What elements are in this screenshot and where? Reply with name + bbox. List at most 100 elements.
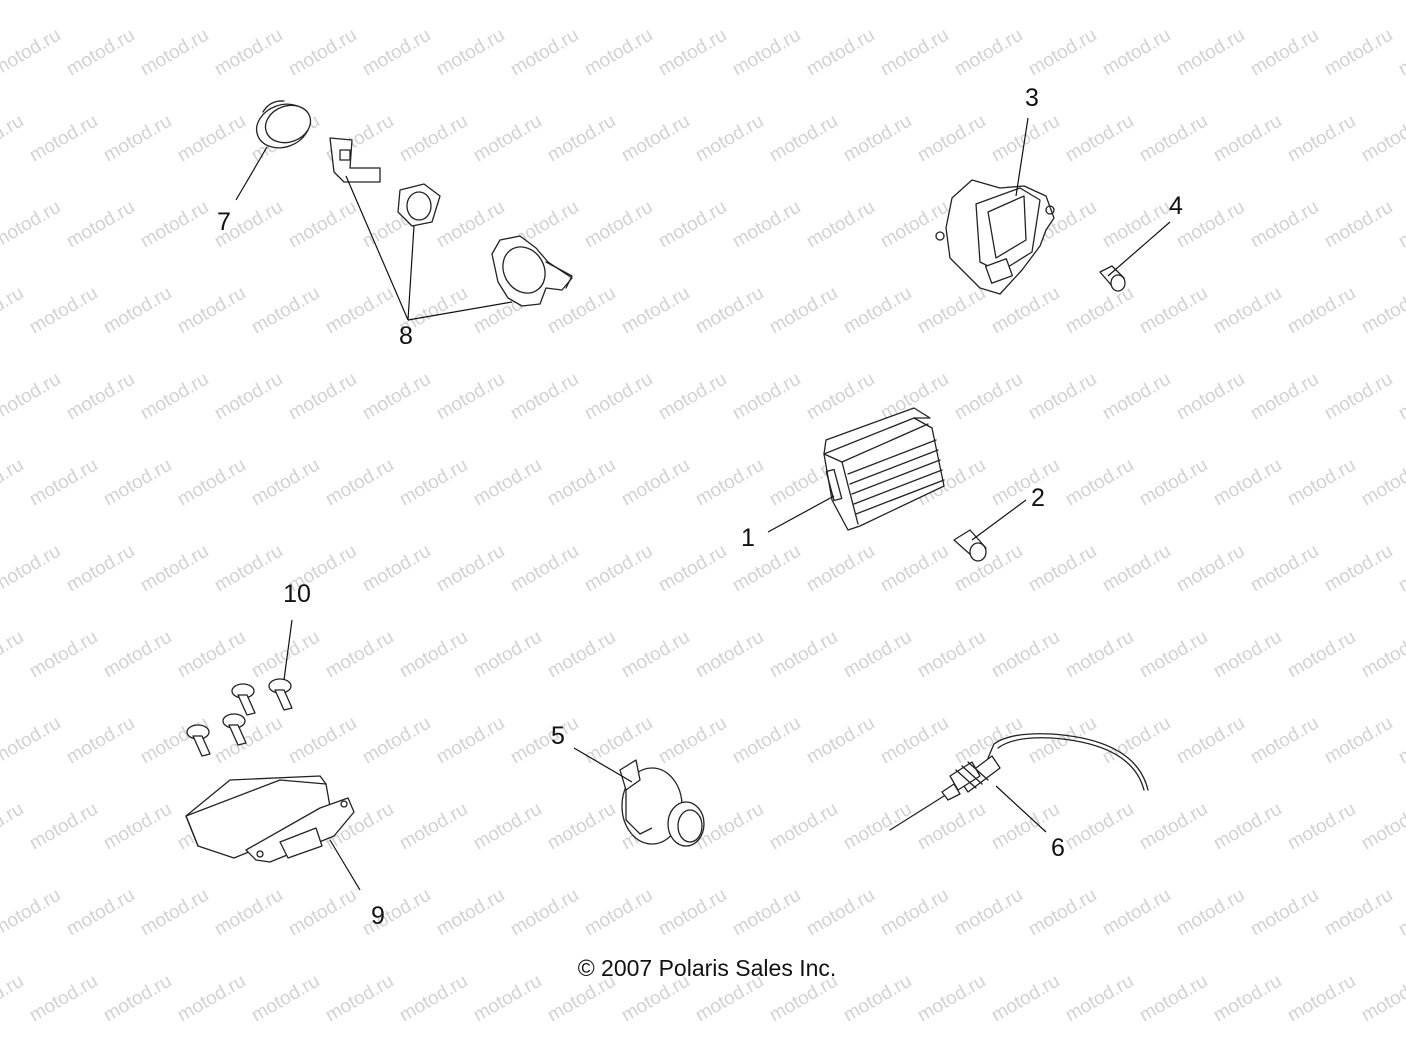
watermark-text: motod.ru bbox=[1025, 541, 1100, 597]
watermark-text: motod.ru bbox=[211, 541, 286, 597]
part-10-screws[interactable] bbox=[186, 678, 293, 757]
part-9-cdi-box[interactable] bbox=[185, 775, 355, 863]
watermark-text: motod.ru bbox=[618, 283, 693, 339]
watermark-text: motod.ru bbox=[729, 197, 804, 253]
watermark-text: motod.ru bbox=[26, 971, 101, 1027]
watermark-text: motod.ru bbox=[618, 455, 693, 511]
watermark-text: motod.ru bbox=[396, 455, 471, 511]
watermark-text: motod.ru bbox=[100, 111, 175, 167]
watermark-text: motod.ru bbox=[766, 799, 841, 855]
watermark-text: motod.ru bbox=[359, 713, 434, 769]
watermark-text: motod.ru bbox=[1284, 455, 1359, 511]
watermark-text: motod.ru bbox=[1395, 541, 1406, 597]
watermark-text: motod.ru bbox=[1136, 111, 1211, 167]
watermark-text: motod.ru bbox=[1210, 283, 1285, 339]
watermark-text: motod.ru bbox=[988, 627, 1063, 683]
watermark-text: motod.ru bbox=[1395, 25, 1406, 81]
watermark-text: motod.ru bbox=[729, 25, 804, 81]
watermark-text: motod.ru bbox=[840, 111, 915, 167]
watermark-text: motod.ru bbox=[1099, 197, 1174, 253]
callout-2: 2 bbox=[1031, 484, 1045, 512]
watermark-text: motod.ru bbox=[359, 25, 434, 81]
watermark-text: motod.ru bbox=[285, 197, 360, 253]
watermark-text: motod.ru bbox=[1395, 197, 1406, 253]
callout-10: 10 bbox=[283, 580, 311, 608]
watermark-text: motod.ru bbox=[100, 627, 175, 683]
part-7-indicator-cap[interactable] bbox=[250, 97, 315, 155]
watermark-text: motod.ru bbox=[1062, 455, 1137, 511]
watermark-text: motod.ru bbox=[914, 283, 989, 339]
watermark-text: motod.ru bbox=[322, 455, 397, 511]
watermark-text: motod.ru bbox=[1210, 799, 1285, 855]
watermark-text: motod.ru bbox=[914, 971, 989, 1027]
leader-9 bbox=[329, 839, 361, 891]
watermark-text: motod.ru bbox=[174, 455, 249, 511]
watermark-text: motod.ru bbox=[211, 713, 286, 769]
watermark-text: motod.ru bbox=[1062, 971, 1137, 1027]
watermark-text: motod.ru bbox=[1099, 25, 1174, 81]
watermark-text: motod.ru bbox=[581, 541, 656, 597]
watermark-text: motod.ru bbox=[1210, 627, 1285, 683]
watermark-text: motod.ru bbox=[1173, 369, 1248, 425]
watermark-text: motod.ru bbox=[174, 111, 249, 167]
watermark-text: motod.ru bbox=[988, 455, 1063, 511]
callout-3: 3 bbox=[1025, 84, 1039, 112]
watermark-text: motod.ru bbox=[285, 885, 360, 941]
watermark-text: motod.ru bbox=[692, 455, 767, 511]
watermark-text: motod.ru bbox=[877, 713, 952, 769]
part-1-rectifier[interactable] bbox=[823, 407, 945, 531]
watermark-text: motod.ru bbox=[470, 627, 545, 683]
watermark-text: motod.ru bbox=[63, 713, 138, 769]
watermark-text: motod.ru bbox=[396, 799, 471, 855]
watermark-text: motod.ru bbox=[877, 541, 952, 597]
watermark-text: motod.ru bbox=[840, 627, 915, 683]
watermark-text: motod.ru bbox=[655, 541, 730, 597]
watermark-text: motod.ru bbox=[803, 541, 878, 597]
watermark-text: motod.ru bbox=[137, 197, 212, 253]
part-5-push-switch[interactable] bbox=[619, 759, 705, 847]
watermark-text: motod.ru bbox=[63, 885, 138, 941]
watermark-text: motod.ru bbox=[0, 541, 64, 597]
watermark-text: motod.ru bbox=[581, 885, 656, 941]
part-2-screw[interactable] bbox=[953, 529, 987, 562]
watermark-text: motod.ru bbox=[1210, 111, 1285, 167]
watermark-text: motod.ru bbox=[470, 799, 545, 855]
watermark-text: motod.ru bbox=[1062, 111, 1137, 167]
part-8-switch-assembly[interactable] bbox=[329, 137, 573, 307]
watermark-text: motod.ru bbox=[100, 283, 175, 339]
part-4-screw[interactable] bbox=[1099, 265, 1126, 292]
watermark-text: motod.ru bbox=[1099, 369, 1174, 425]
watermark-text: motod.ru bbox=[840, 971, 915, 1027]
part-3-regulator[interactable] bbox=[935, 179, 1055, 295]
watermark-text: motod.ru bbox=[1173, 541, 1248, 597]
watermark-text: motod.ru bbox=[1247, 369, 1322, 425]
watermark-text: motod.ru bbox=[840, 283, 915, 339]
watermark-text: motod.ru bbox=[137, 25, 212, 81]
watermark-text: motod.ru bbox=[803, 197, 878, 253]
watermark-text: motod.ru bbox=[211, 369, 286, 425]
leader-2 bbox=[971, 499, 1027, 541]
watermark-text: motod.ru bbox=[0, 627, 27, 683]
watermark-text: motod.ru bbox=[729, 713, 804, 769]
watermark-text: motod.ru bbox=[1136, 799, 1211, 855]
part-6-temp-sensor[interactable] bbox=[889, 733, 1149, 831]
watermark-text: motod.ru bbox=[1025, 885, 1100, 941]
watermark-text: motod.ru bbox=[544, 283, 619, 339]
watermark-text: motod.ru bbox=[840, 799, 915, 855]
watermark-text: motod.ru bbox=[1284, 799, 1359, 855]
watermark-text: motod.ru bbox=[618, 111, 693, 167]
watermark-text: motod.ru bbox=[1358, 283, 1406, 339]
watermark-text: motod.ru bbox=[1321, 197, 1396, 253]
watermark-text: motod.ru bbox=[877, 25, 952, 81]
watermark-text: motod.ru bbox=[1173, 885, 1248, 941]
watermark-text: motod.ru bbox=[0, 971, 27, 1027]
watermark-text: motod.ru bbox=[581, 25, 656, 81]
watermark-text: motod.ru bbox=[766, 283, 841, 339]
watermark-text: motod.ru bbox=[1358, 799, 1406, 855]
leader-5 bbox=[573, 747, 633, 783]
watermark-text: motod.ru bbox=[1136, 627, 1211, 683]
watermark-text: motod.ru bbox=[248, 283, 323, 339]
watermark-text: motod.ru bbox=[470, 111, 545, 167]
watermark-text: motod.ru bbox=[1099, 885, 1174, 941]
